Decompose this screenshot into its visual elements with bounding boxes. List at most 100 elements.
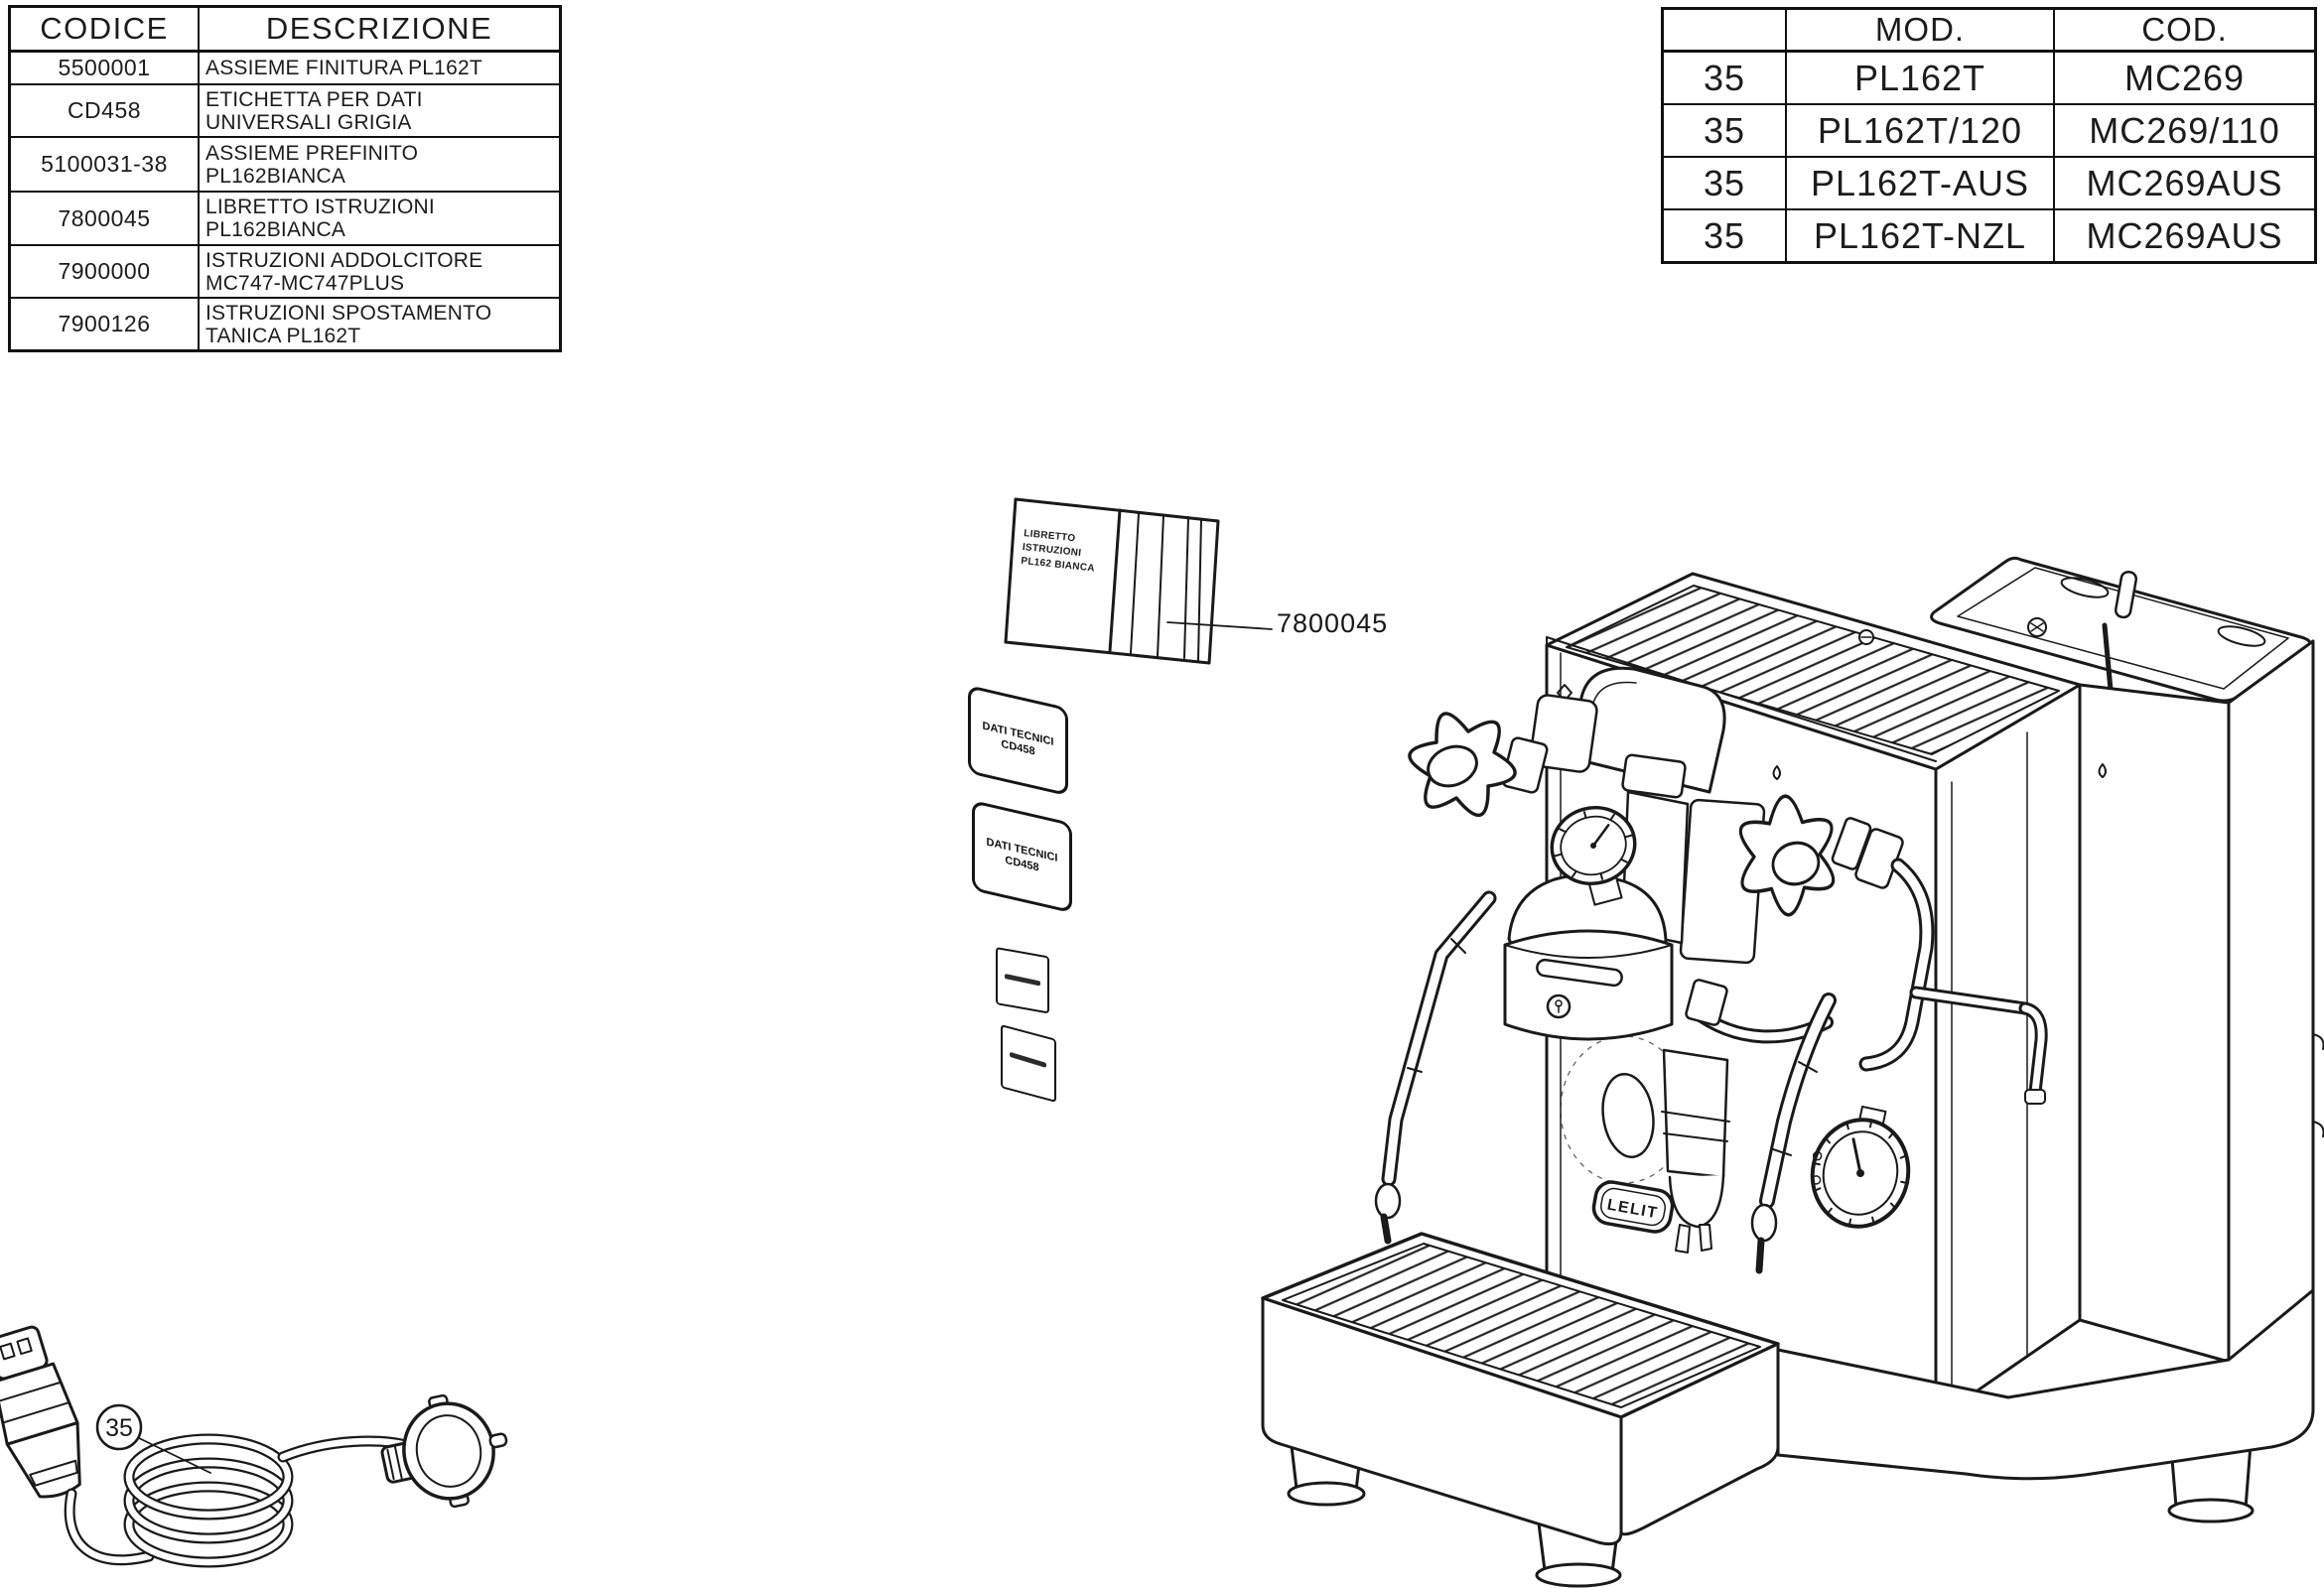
group-drum xyxy=(1503,929,1674,1041)
water-tank xyxy=(1930,556,2324,1364)
portafilter-spout xyxy=(1699,1224,1712,1252)
steam-knob-left xyxy=(1408,694,1598,818)
cell-codice: 7800045 xyxy=(58,204,151,231)
power-cord: 35 xyxy=(0,1325,508,1568)
espresso-machine-illustration: LELIT xyxy=(1261,556,2324,1588)
cell-cod: MC269/110 xyxy=(2053,105,2314,156)
cell-ref: 35 xyxy=(1703,162,1746,203)
instruction-booklet xyxy=(1004,497,1273,665)
screw-icon xyxy=(1858,629,1874,645)
header-cod: COD. xyxy=(2053,10,2314,50)
drum-slot xyxy=(1536,958,1623,988)
drip-tray-grille xyxy=(1282,1243,1761,1408)
desc-line: ETICHETTA PER DATI xyxy=(205,87,423,111)
table-row: 35 PL162T-NZL MC269AUS xyxy=(1664,208,2314,261)
clip-icon xyxy=(2312,1121,2324,1137)
micro-text-smudge xyxy=(1010,1051,1047,1069)
steam-wand xyxy=(1374,890,1497,1245)
desc-line: ASSIEME PREFINITO xyxy=(205,141,419,165)
cell-ref: 35 xyxy=(1703,109,1746,151)
small-instruction-label xyxy=(996,947,1049,1014)
cell-codice: 7900126 xyxy=(58,311,151,336)
cell-mod: PL162T-NZL xyxy=(1785,210,2053,261)
schuko-plug xyxy=(380,1393,508,1509)
table-row: 35 PL162T MC269 xyxy=(1664,51,2314,103)
cell-cod: MC269AUS xyxy=(2053,210,2314,261)
water-drop-icon xyxy=(1772,765,1781,780)
micro-text-smudge xyxy=(1004,973,1041,987)
cord-callout: 35 xyxy=(95,1403,211,1474)
callout-circle xyxy=(95,1403,143,1451)
screw-icon xyxy=(2027,617,2047,637)
cell-ref: 35 xyxy=(1703,214,1746,256)
parts-table-header: CODICE DESCRIZIONE xyxy=(11,8,559,51)
desc-line: LIBRETTO ISTRUZIONI xyxy=(205,196,435,218)
cell-cod: MC269 xyxy=(2053,53,2314,103)
table-row: 35 PL162T/120 MC269/110 xyxy=(1664,103,2314,156)
model-table-header: MOD. COD. xyxy=(1664,10,2314,51)
cable-coil xyxy=(123,1433,294,1568)
drip-tray xyxy=(1261,1232,1780,1546)
header-descrizione: DESCRIZIONE xyxy=(198,8,559,50)
desc-line: ISTRUZIONI SPOSTAMENTO xyxy=(205,301,492,325)
desc-line: ISTRUZIONI ADDOLCITORE xyxy=(205,248,483,272)
hot-water-wand xyxy=(1750,992,1837,1274)
model-table: MOD. COD. 35 PL162T MC269 35 PL162T/120 … xyxy=(1661,7,2317,264)
wand-tip xyxy=(1374,1182,1402,1220)
top-shroud xyxy=(1578,666,1726,794)
desc-line: TANICA PL162T xyxy=(205,324,361,347)
table-row: 35 PL162T-AUS MC269AUS xyxy=(1664,156,2314,208)
cell-cod: MC269AUS xyxy=(2053,158,2314,208)
cell-descrizione: ASSIEME FINITURA PL162T xyxy=(198,53,559,83)
cell-ref: 35 xyxy=(1703,57,1746,98)
cell-codice: CD458 xyxy=(67,97,142,123)
clip-icon xyxy=(2312,1033,2324,1050)
cup-warmer-grille xyxy=(1566,585,2060,755)
parts-table: CODICE DESCRIZIONE 5500001 ASSIEME FINIT… xyxy=(8,5,562,352)
water-drop-icon xyxy=(2098,763,2107,778)
callout-ref: 35 xyxy=(105,1414,133,1442)
front-window xyxy=(1601,1073,1655,1158)
desc-line: ASSIEME FINITURA PL162T xyxy=(205,57,482,79)
brand-badge: LELIT xyxy=(1591,1180,1675,1234)
portafilter-spout xyxy=(1675,1224,1691,1254)
boiler-pressure-gauge xyxy=(1810,1105,1911,1229)
wand-tip xyxy=(1750,1203,1778,1243)
c13-connector xyxy=(0,1325,81,1499)
cell-mod: PL162T xyxy=(1785,53,2053,103)
cell-codice: 7900000 xyxy=(58,258,151,284)
callout-leader-line xyxy=(138,1437,211,1474)
gauge-needle xyxy=(1591,824,1610,848)
water-knob-right xyxy=(1738,794,1904,917)
desc-line: PL162BIANCA xyxy=(205,164,346,188)
desc-line: PL162BIANCA xyxy=(205,218,346,241)
desc-line: MC747-MC747PLUS xyxy=(205,271,405,295)
cell-codice: 5500001 xyxy=(58,55,151,80)
lock-icon xyxy=(1546,993,1572,1019)
brew-pressure-gauge xyxy=(1550,805,1637,906)
booklet-part-number: 7800045 xyxy=(1277,608,1389,638)
table-row: 5500001 ASSIEME FINITURA PL162T xyxy=(11,51,559,83)
booklet-callout-line xyxy=(1166,621,1273,630)
group-nut xyxy=(1621,753,1687,799)
booklet-cover-text: LIBRETTO ISTRUZIONI PL162 BIANCA xyxy=(1021,527,1099,577)
desc-line: UNIVERSALI GRIGIA xyxy=(205,110,412,134)
cell-mod: PL162T/120 xyxy=(1785,105,2053,156)
header-codice: CODICE xyxy=(40,11,169,46)
cell-mod: PL162T-AUS xyxy=(1785,158,2053,208)
header-mod: MOD. xyxy=(1785,10,2053,50)
base-skirt xyxy=(1776,1288,2315,1481)
gauge-needle xyxy=(1851,1137,1862,1175)
